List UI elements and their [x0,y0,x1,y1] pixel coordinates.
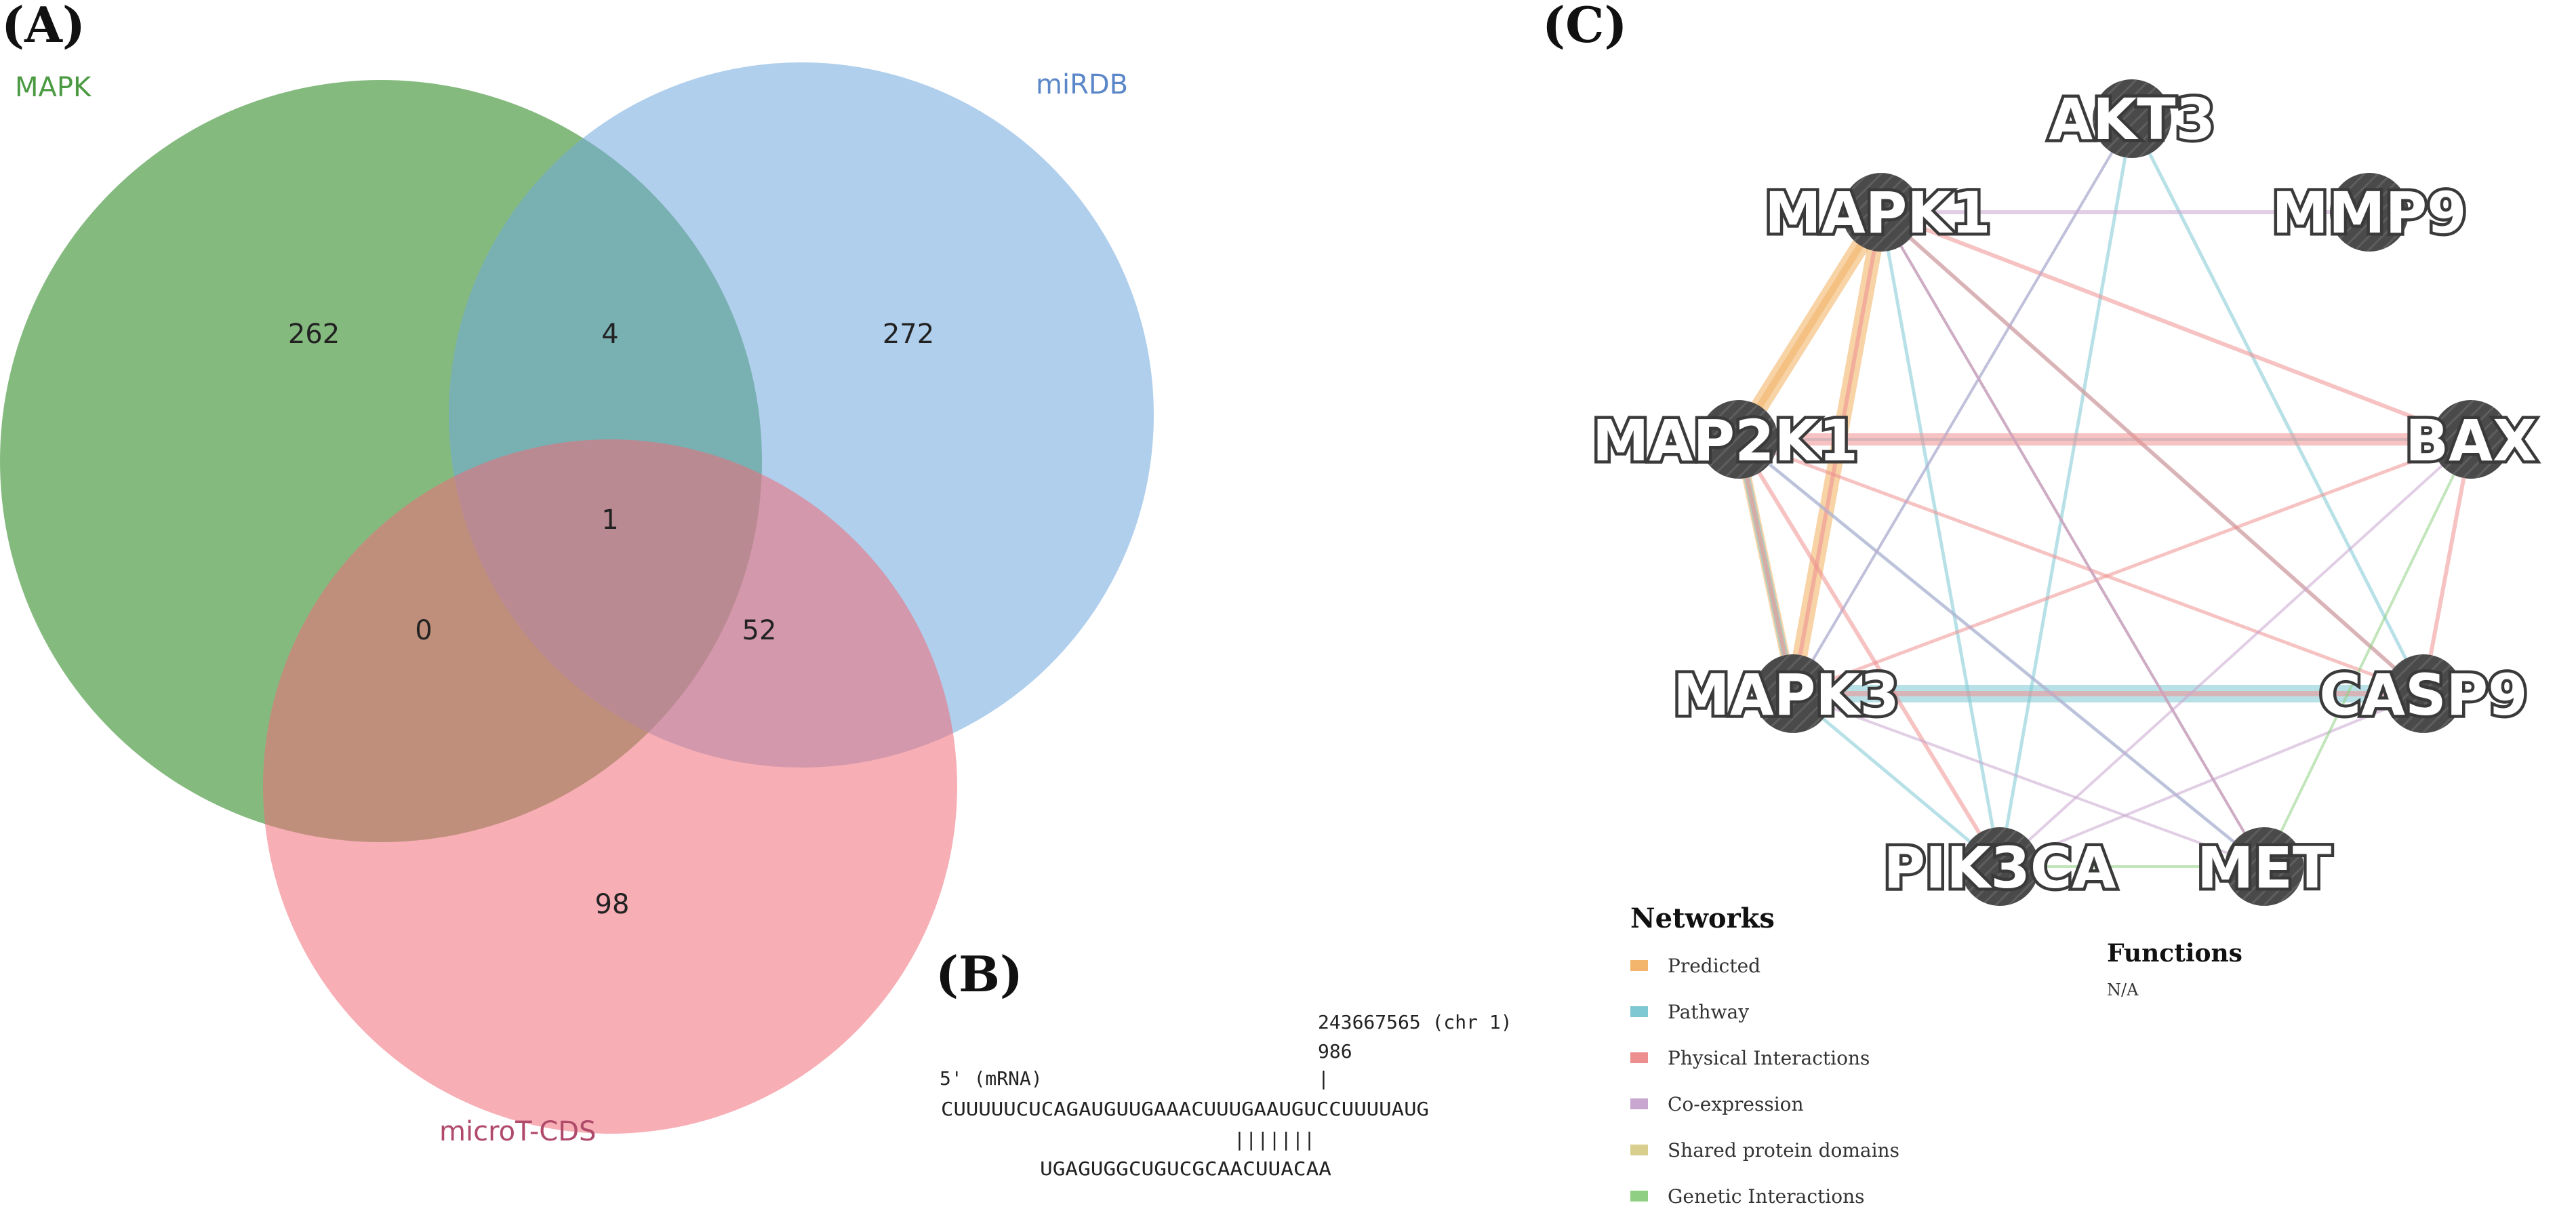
node-label-mapk1: MAPK1 [1765,180,1991,246]
edge-physical-mapk1-mapk3 [1791,210,1883,696]
alignment-position: 243667565 (chr 1) [1318,1011,1512,1033]
edge-pathway-mapk3-pik3ca [1791,692,2002,869]
venn-count-mirdb-only: 272 [883,319,934,350]
alignment-pairing: ||||||| [1234,1128,1315,1151]
node-mapk1[interactable]: MAPK1 [1762,173,1994,252]
node-bax[interactable]: BAX [2402,400,2539,479]
node-pik3ca[interactable]: PIK3CA [1880,827,2119,906]
functions-legend: Functions N/A [2107,939,2242,999]
venn-label-mapk: MAPK [15,72,92,103]
legend-title: Networks [1630,902,1775,934]
node-circle-casp9 [2384,654,2463,733]
venn-count-mapk-mirdb: 4 [601,319,618,350]
edge-pathway-mapk1-pik3ca [1879,210,2002,869]
edge-coexpression-bax-pik3ca [1998,438,2472,868]
edge-coexpression-pik3ca-casp9 [1998,692,2425,868]
legend-item-label-0: Predicted [1668,955,1760,977]
edge-coexpression-mapk1-met [1880,211,2266,868]
legend-swatch-3 [1630,1098,1648,1109]
venn-count-all-three: 1 [601,504,618,536]
node-circle-bax [2432,400,2510,479]
edge-coexpression-mapk3-met [1792,692,2266,868]
network-edges [1730,117,2477,869]
panel-a-label: (A) [1,0,85,54]
panel-b-label: (B) [935,945,1023,1003]
legend-item-label-4: Shared protein domains [1668,1139,1899,1162]
node-label-met: MET [2197,835,2331,901]
node-map2k1[interactable]: MAP2K1 [1589,400,1861,479]
edge-physical-map2k1-mapk3 [1737,437,1795,696]
node-akt3[interactable]: AKT3 [2046,79,2218,158]
edge-genetic-bax-met [2263,438,2472,868]
node-circle-map2k1 [1699,400,1778,479]
alignment-offset: 986 [1318,1040,1352,1063]
node-label-pik3ca: PIK3CA [1883,835,2116,901]
node-circle-mmp9 [2330,173,2409,252]
venn-count-mirdb-microt: 52 [742,615,777,646]
alignment-mrna-sequence: CUUUUUCUCAGAUGUUGAAACUUUGAAUGUCCUUUUAUG [941,1098,1429,1120]
node-circle-pik3ca [1960,827,2039,906]
legend-item-label-5: Genetic Interactions [1668,1185,1864,1208]
edge-physical-mapk3-bax [1791,437,2473,696]
legend-item-label-2: Physical Interactions [1668,1047,1870,1069]
edge-pathway-akt3-casp9 [2130,117,2426,696]
venn-label-microt: microT-CDS [439,1116,596,1147]
legend-swatch-0 [1630,960,1648,971]
alignment-marker: | [1318,1067,1329,1090]
node-label-bax: BAX [2405,408,2537,474]
edge-predicted-mapk1-map2k1 [1735,209,1885,443]
panel-c-label: (C) [1542,0,1627,54]
venn-label-mirdb: miRDB [1036,69,1128,100]
node-circle-mapk3 [1754,654,1832,733]
legend-item-label-3: Co-expression [1668,1093,1804,1115]
node-label-map2k1: MAP2K1 [1592,408,1858,474]
node-label-mmp9: MMP9 [2272,180,2466,246]
venn-count-mapk-only: 262 [288,319,340,350]
node-label-mapk3: MAPK3 [1673,662,1899,728]
legend-swatch-2 [1630,1052,1648,1063]
venn-count-mapk-microt: 0 [415,615,432,646]
node-circle-mapk1 [1842,173,1920,252]
node-circle-met [2225,827,2303,906]
venn-count-microt-only: 98 [595,889,630,920]
legend-swatch-1 [1630,1006,1648,1017]
edge-physical-map2k1-pik3ca [1737,437,2002,869]
legend-swatch-5 [1630,1191,1648,1202]
node-mapk3[interactable]: MAPK3 [1670,654,1902,733]
functions-title: Functions [2107,939,2242,968]
edge-coexpression-akt3-mapk3 [1792,117,2133,695]
edge-physical-bax-casp9 [2421,437,2473,696]
edge-physical-mapk1-bax [1879,210,2473,441]
node-label-akt3: AKT3 [2049,86,2215,153]
node-circle-akt3 [2093,79,2171,158]
node-met[interactable]: MET [2194,827,2335,906]
alignment-block: 243667565 (chr 1) 986 | 5' (mRNA) CUUUUU… [940,1011,1512,1180]
edge-physical-map2k1-casp9 [1737,437,2426,696]
edge-physical-mapk1-casp9 [1879,210,2426,696]
legend-item-label-1: Pathway [1668,1001,1749,1023]
functions-value: N/A [2107,980,2139,999]
legend-swatch-4 [1630,1145,1648,1155]
node-casp9[interactable]: CASP9 [2316,654,2531,733]
venn-diagram [0,62,1154,1134]
node-mmp9[interactable]: MMP9 [2269,173,2470,252]
node-label-casp9: CASP9 [2319,662,2527,728]
alignment-mirna-sequence: UGAGUGGCUGUCGCAACUUACAA [1040,1157,1331,1180]
edge-pathway-akt3-pik3ca [1998,117,2134,869]
alignment-strand-label: 5' (mRNA) [940,1067,1043,1090]
venn-circle-microt [263,439,957,1134]
